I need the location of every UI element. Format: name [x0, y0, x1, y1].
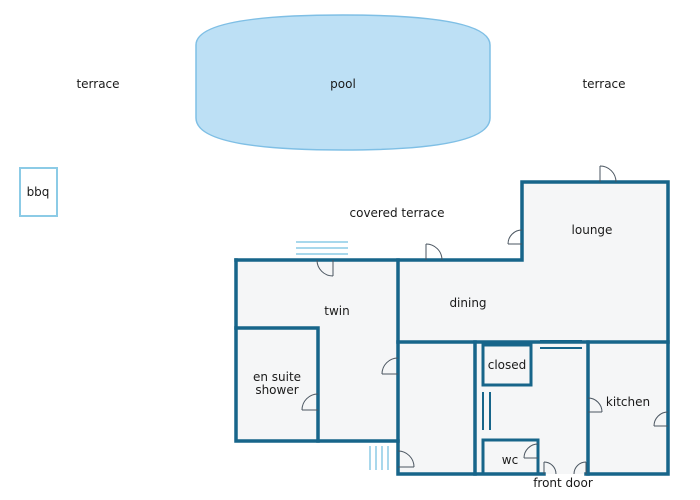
- label-closed: closed: [488, 358, 527, 372]
- pool-shape: [195, 14, 491, 151]
- door-twin-top: [316, 259, 334, 277]
- label-shower: shower: [255, 383, 298, 397]
- doors: [301, 165, 669, 475]
- label-wc: wc: [502, 453, 518, 467]
- label-terrace-right: terrace: [582, 77, 625, 91]
- door-lounge-top: [599, 165, 617, 183]
- label-pool: pool: [330, 77, 356, 91]
- door-bottom-left: [397, 450, 415, 468]
- door-twin-right: [381, 357, 399, 375]
- label-front-door: front door: [533, 476, 593, 490]
- label-twin: twin: [324, 304, 349, 318]
- window-twin-top: [296, 241, 348, 255]
- walls: [234, 180, 670, 476]
- label-en-suite: en suite: [253, 370, 301, 384]
- label-covered-terrace: covered terrace: [350, 206, 445, 220]
- door-kitchen-left: [587, 397, 603, 413]
- door-wc: [523, 443, 539, 459]
- label-terrace-left: terrace: [76, 77, 119, 91]
- label-lounge: lounge: [572, 223, 613, 237]
- bbq-box: [19, 167, 58, 217]
- door-ensuite: [301, 393, 319, 411]
- label-bbq: bbq: [27, 185, 50, 199]
- door-kitchen-right: [653, 411, 669, 427]
- door-lounge-left: [507, 229, 523, 245]
- room-labels: terrace pool terrace bbq covered terrace…: [27, 77, 651, 490]
- door-front-double: [543, 461, 587, 475]
- window-hall-vertical: [482, 392, 491, 430]
- window-bottom-left: [369, 446, 389, 470]
- label-kitchen: kitchen: [606, 395, 650, 409]
- door-dining-top: [425, 243, 443, 261]
- label-dining: dining: [449, 296, 486, 310]
